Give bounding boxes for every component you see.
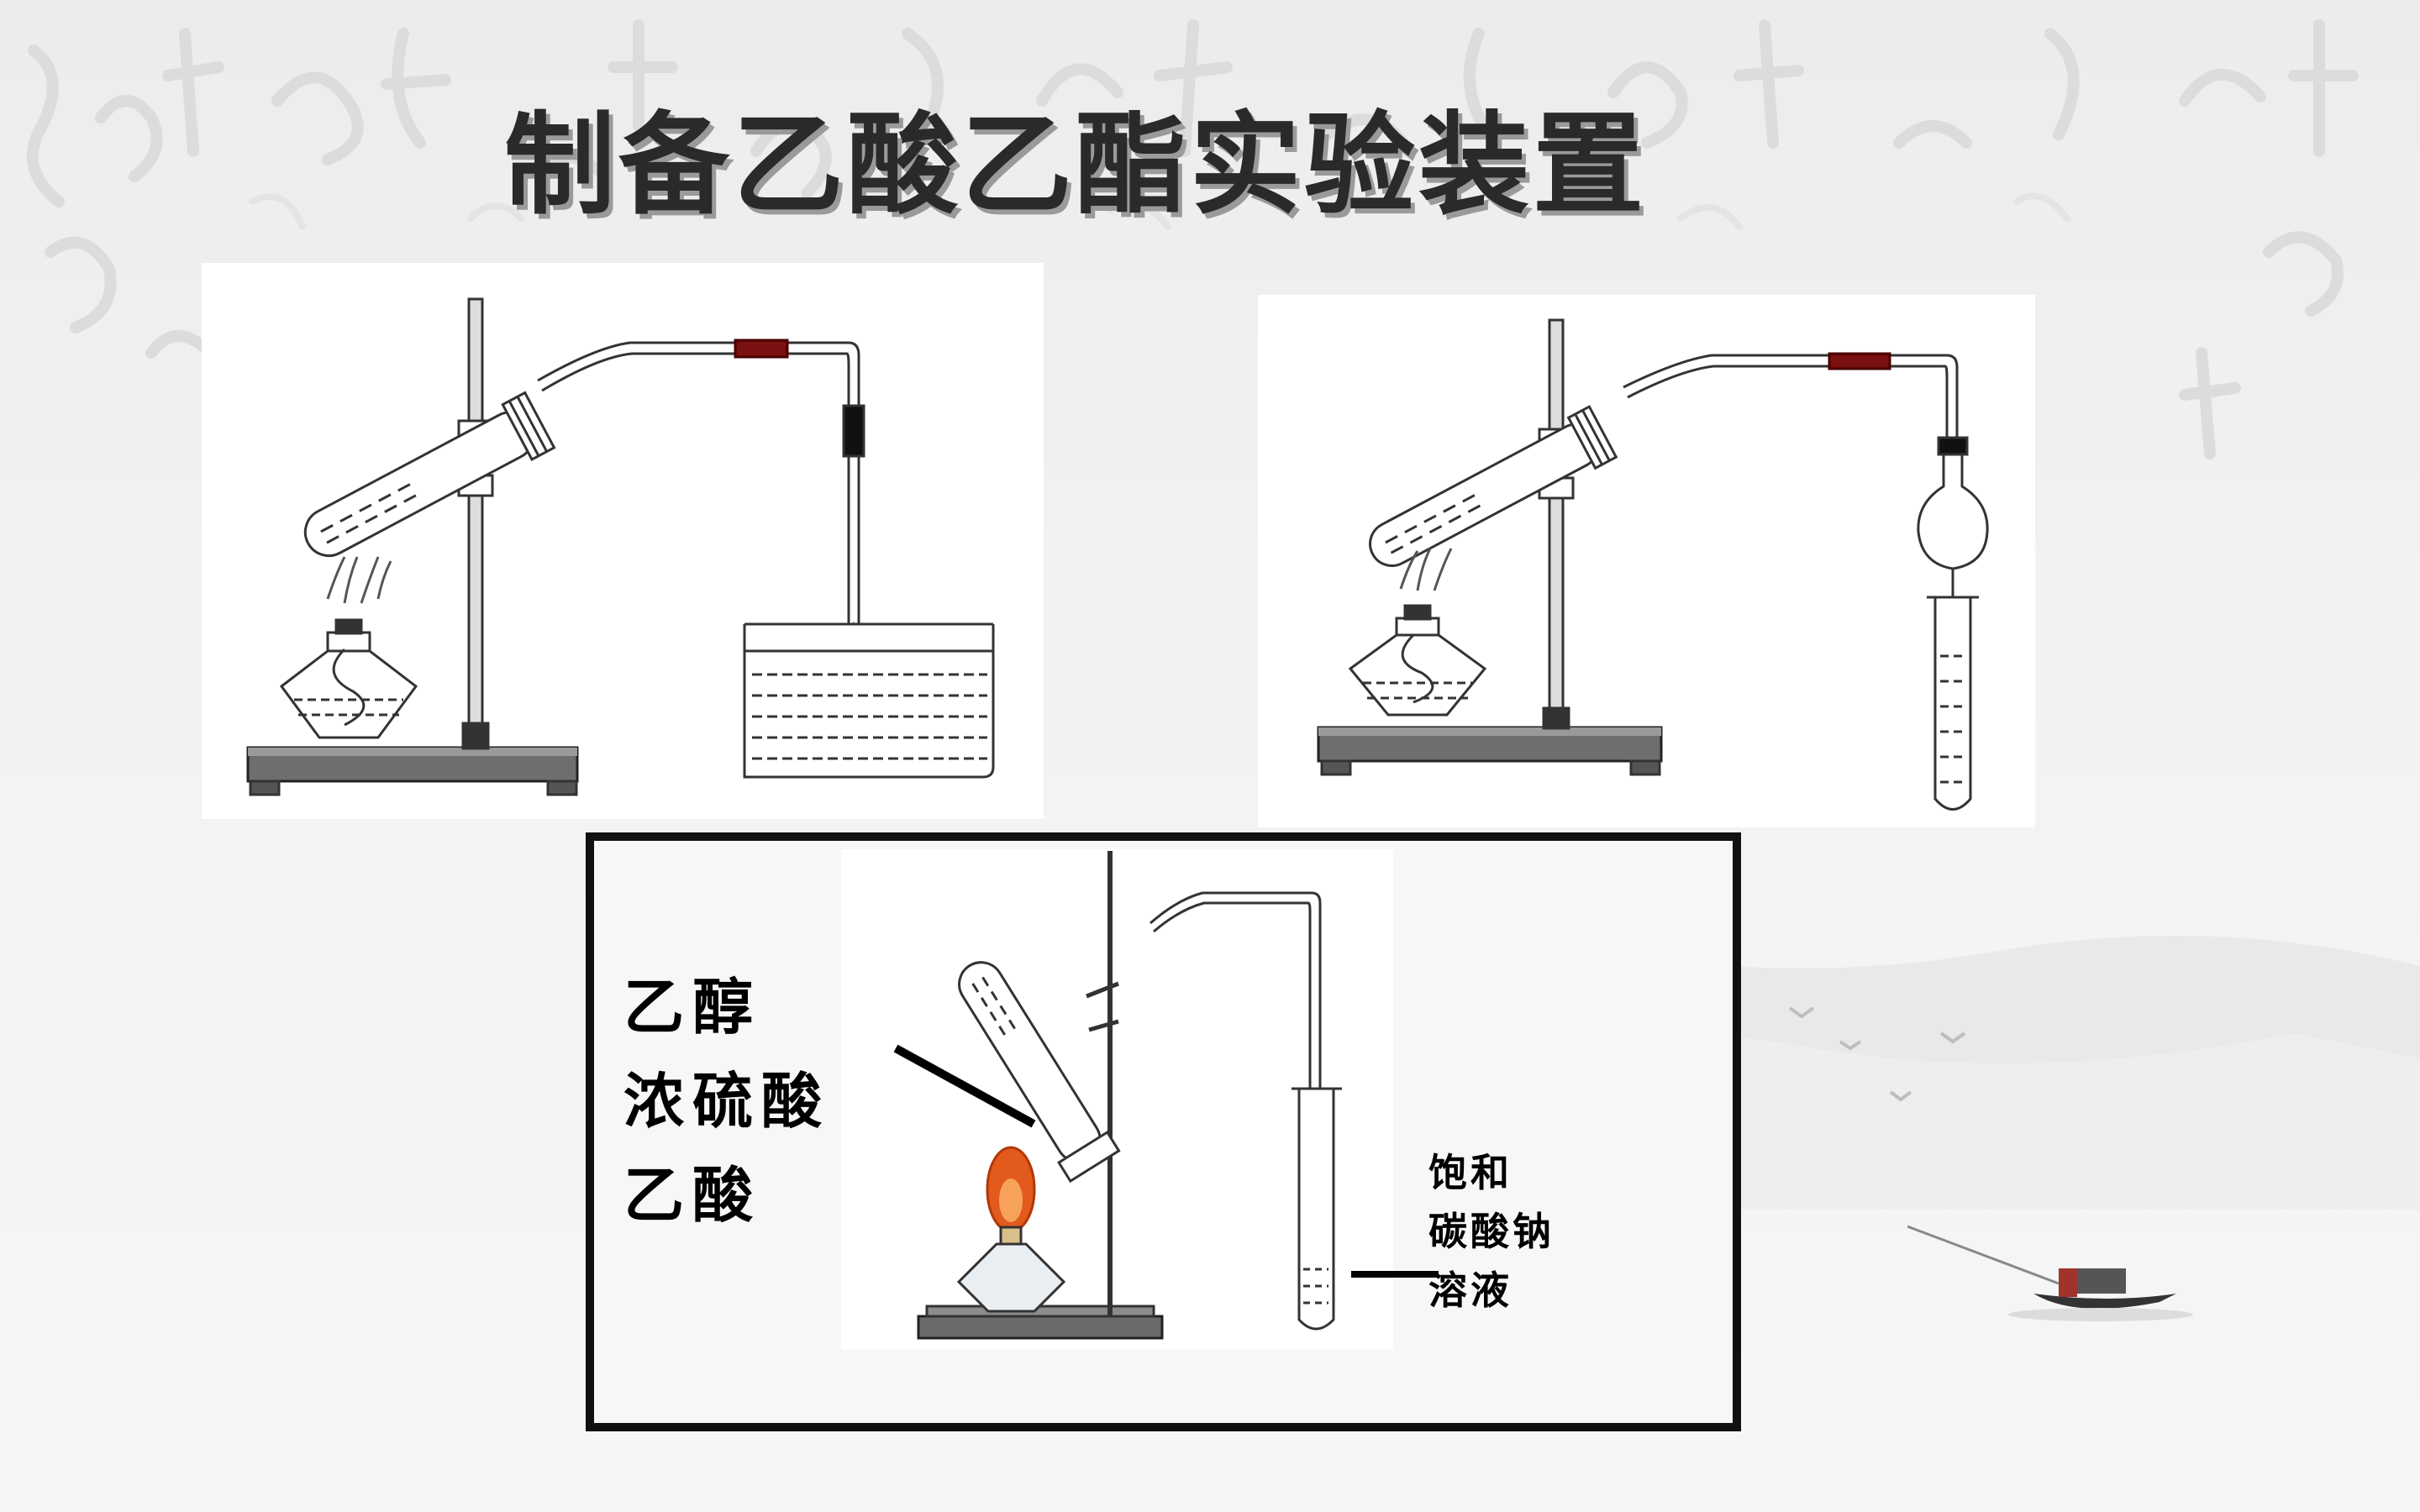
alcohol-lamp bbox=[279, 649, 418, 739]
label-acetic-acid: 乙酸 bbox=[623, 1159, 762, 1231]
apparatus-bulb-diagram bbox=[1258, 295, 2035, 827]
apparatus-funnel-diagram bbox=[202, 263, 1044, 819]
boat-illustration bbox=[1907, 1225, 2193, 1321]
alcohol-lamp bbox=[956, 1242, 1066, 1313]
stand-base bbox=[917, 1315, 1164, 1340]
apparatus-labeled-diagram bbox=[841, 849, 1393, 1349]
stand-rod bbox=[1548, 318, 1565, 712]
drying-bulb bbox=[1917, 454, 1989, 570]
calligraphy-background bbox=[26, 19, 2359, 459]
label-sodium-carbonate: 碳酸钠 bbox=[1428, 1209, 1555, 1254]
receiver-test-tube bbox=[1297, 1089, 1335, 1331]
delivery-tube bbox=[537, 341, 860, 624]
rubber-connector bbox=[734, 339, 789, 359]
receiver-test-tube bbox=[1933, 597, 1972, 811]
label-saturated: 饱和 bbox=[1428, 1150, 1512, 1195]
slide-title: 制备乙酸乙酯实验装置 bbox=[504, 101, 1647, 230]
rubber-connector bbox=[1828, 352, 1891, 370]
water-trough bbox=[743, 624, 995, 779]
label-ethanol: 乙醇 bbox=[623, 971, 762, 1042]
stand-rod bbox=[467, 297, 484, 729]
delivery-tube bbox=[1623, 354, 1959, 446]
alcohol-lamp bbox=[1348, 633, 1487, 717]
label-sulfuric-acid: 浓硫酸 bbox=[623, 1065, 831, 1137]
label-solution: 溶液 bbox=[1428, 1268, 1512, 1313]
delivery-tube bbox=[1150, 891, 1322, 1110]
